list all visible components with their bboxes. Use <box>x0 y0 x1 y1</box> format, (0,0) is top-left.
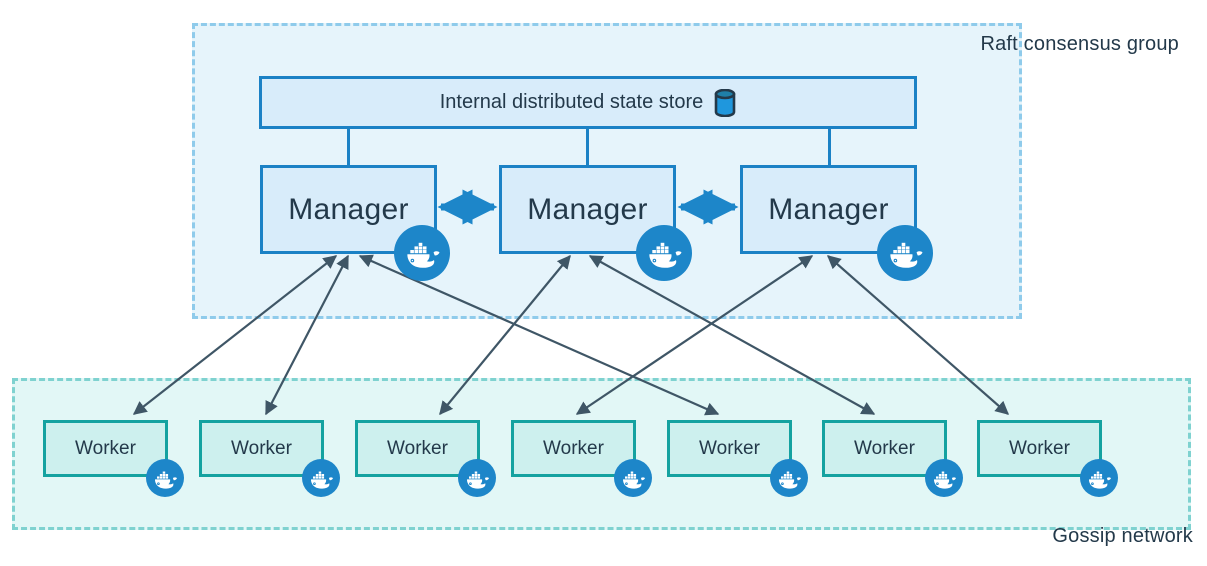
worker-node-5-label: Worker <box>699 437 760 459</box>
worker-node-1[interactable]: Worker <box>43 420 168 477</box>
docker-whale-icon <box>636 225 692 281</box>
docker-whale-icon <box>614 459 652 497</box>
worker-node-3-label: Worker <box>387 437 448 459</box>
docker-whale-icon <box>770 459 808 497</box>
worker-node-1-label: Worker <box>75 437 136 459</box>
worker-node-7[interactable]: Worker <box>977 420 1102 477</box>
store-to-manager-3-connector <box>828 128 831 166</box>
docker-whale-icon <box>877 225 933 281</box>
worker-node-3[interactable]: Worker <box>355 420 480 477</box>
docker-whale-icon <box>1080 459 1118 497</box>
worker-node-4-label: Worker <box>543 437 604 459</box>
worker-node-2[interactable]: Worker <box>199 420 324 477</box>
worker-node-2-label: Worker <box>231 437 292 459</box>
store-to-manager-2-connector <box>586 128 589 166</box>
database-cylinder-icon <box>714 88 736 117</box>
gossip-network-label: Gossip network <box>1052 525 1193 547</box>
worker-node-7-label: Worker <box>1009 437 1070 459</box>
docker-whale-icon <box>302 459 340 497</box>
internal-distributed-state-store[interactable]: Internal distributed state store <box>259 76 917 129</box>
worker-node-6-label: Worker <box>854 437 915 459</box>
store-to-manager-1-connector <box>347 128 350 166</box>
worker-node-5[interactable]: Worker <box>667 420 792 477</box>
manager-node-3-label: Manager <box>768 192 889 226</box>
state-store-label: Internal distributed state store <box>439 91 704 113</box>
manager-node-1-label: Manager <box>288 192 409 226</box>
raft-consensus-group-label: Raft consensus group <box>980 33 1179 55</box>
worker-node-4[interactable]: Worker <box>511 420 636 477</box>
docker-whale-icon <box>394 225 450 281</box>
docker-whale-icon <box>458 459 496 497</box>
manager-node-2-label: Manager <box>527 192 648 226</box>
docker-whale-icon <box>925 459 963 497</box>
docker-whale-icon <box>146 459 184 497</box>
worker-node-6[interactable]: Worker <box>822 420 947 477</box>
